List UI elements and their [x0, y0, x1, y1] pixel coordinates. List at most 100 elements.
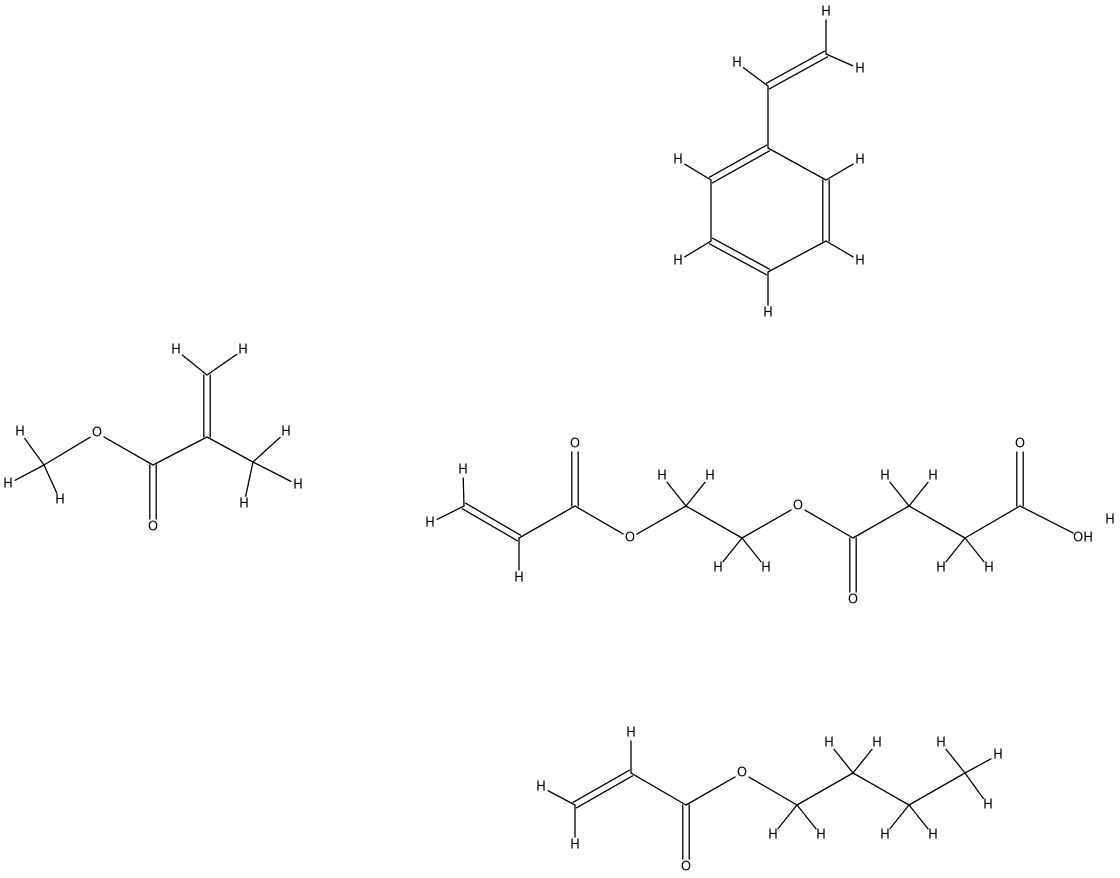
atom-label-h4: H — [657, 469, 667, 484]
bond-o2-c4 — [636, 505, 687, 535]
atom-label-h10: H — [936, 561, 946, 576]
bond-c4-o2 — [103, 436, 154, 466]
bond-c3-o1-double — [571, 451, 579, 507]
bond-c8-h10 — [945, 537, 966, 563]
atom-label-h5: H — [705, 469, 715, 484]
bond-c5-h7 — [741, 537, 762, 563]
atom-label-o1: O — [570, 437, 580, 452]
bond-c5-h8 — [43, 464, 58, 494]
bond-c3-h3 — [252, 436, 281, 463]
atom-label-h9: H — [928, 469, 938, 484]
bond-cv1-hv1 — [742, 67, 769, 87]
bond-c1-c2-b — [464, 502, 522, 536]
atom-label-h12: H — [1105, 513, 1115, 528]
atom-label-o5: O — [1015, 437, 1025, 452]
bond-c1-c3 — [630, 772, 687, 806]
bond-c4-o1-double — [149, 464, 157, 520]
bond-o2-c4 — [748, 776, 798, 806]
bond-c6-c1-a — [711, 150, 771, 184]
bond-c6-c1-b — [708, 144, 768, 178]
bond-c2-c3-double — [822, 179, 830, 242]
bond-c3-h3 — [825, 240, 854, 258]
bond-o2-c5 — [43, 436, 91, 466]
atom-label-h2: H — [536, 780, 546, 795]
atom-label-o4: O — [848, 593, 858, 608]
atom-label-o2: O — [737, 766, 747, 781]
bond-c4-h5 — [796, 804, 817, 830]
bond-c9-o5-double — [1016, 451, 1024, 507]
atom-label-h11: H — [984, 561, 994, 576]
bond-c2-h2 — [825, 163, 854, 181]
atom-label-h2: H — [238, 343, 248, 358]
atom-label-h5: H — [673, 254, 683, 269]
bond-cv2-hv2b — [825, 53, 854, 67]
bond-c7-h11 — [964, 758, 992, 774]
bond-c4-h5 — [685, 481, 706, 507]
bond-c3-o2 — [685, 776, 736, 806]
atom-label-h1: H — [458, 463, 468, 478]
atom-label-h4: H — [768, 828, 778, 843]
bond-c5-h7 — [852, 748, 873, 774]
bond-c4-h4 — [777, 804, 798, 830]
atom-label-h12: H — [983, 798, 993, 813]
bond-c4-c5 — [685, 505, 743, 539]
atom-label-h6: H — [15, 425, 25, 440]
atom-label-h1: H — [626, 726, 636, 741]
atom-label-o1: O — [148, 520, 158, 535]
bond-c4-c5 — [796, 772, 854, 806]
atom-label-h10: H — [936, 736, 946, 751]
atom-label-h6: H — [713, 561, 723, 576]
bond-h1-c1 — [462, 477, 465, 507]
atom-label-h9: H — [928, 828, 938, 843]
bond-c5-o3 — [741, 509, 792, 539]
atom-label-h4: H — [763, 306, 773, 321]
atom-label-h5: H — [239, 497, 249, 512]
bond-c4-c5-b — [708, 243, 768, 276]
bond-c6-c7 — [852, 505, 910, 539]
bond-c3-h5 — [245, 461, 254, 497]
bond-c2-h2 — [547, 790, 576, 806]
bond-c1-c2-double — [461, 502, 522, 542]
atom-label-h8: H — [880, 828, 890, 843]
bond-c6-o4-double — [849, 537, 857, 593]
atom-label-h6: H — [673, 153, 683, 168]
bond-o3-c6 — [804, 509, 854, 539]
bond-c7-h9 — [908, 481, 929, 507]
bond-c6-c1-double — [708, 144, 771, 184]
bond-c1-c2-b — [575, 775, 634, 809]
atom-label-h1: H — [171, 343, 181, 358]
bond-c1-c2-a — [572, 769, 631, 803]
atom-label-h2: H — [425, 516, 435, 531]
bond-c2-c3 — [206, 436, 254, 463]
bond-c5-c6 — [852, 772, 910, 806]
bond-c6-h8 — [889, 804, 910, 830]
atom-label-h7: H — [872, 736, 882, 751]
atom-label-h6: H — [824, 736, 834, 751]
atom-label-h2: H — [855, 153, 865, 168]
bond-c3-c4 — [767, 240, 827, 273]
atom-label-h7: H — [761, 561, 771, 576]
atom-label-h8: H — [880, 469, 890, 484]
bond-c4-h4 — [666, 481, 687, 507]
bond-cv1-cv2-b — [765, 50, 826, 84]
bond-c8-h11 — [964, 537, 985, 563]
bond-h1-c1 — [181, 354, 208, 376]
bond-c5-h6 — [24, 437, 45, 466]
atom-label-h11: H — [993, 748, 1003, 763]
atom-label-h4: H — [293, 478, 303, 493]
bond-c8-c9 — [964, 505, 1021, 539]
bond-c3-h4 — [252, 461, 292, 483]
bond-c4-c5-double — [708, 237, 771, 276]
atom-label-o3: O — [793, 499, 803, 514]
bond-c1-c2-double — [203, 374, 211, 438]
bond-c5-h7 — [14, 464, 45, 481]
bond-c6-h6 — [684, 163, 712, 181]
bond-c6-c7 — [908, 772, 966, 806]
bond-c3-o1-double — [682, 804, 690, 860]
bond-c1-c2-double — [572, 769, 634, 809]
atom-label-o1: O — [681, 860, 691, 875]
atom-label-o2: O — [92, 426, 102, 441]
